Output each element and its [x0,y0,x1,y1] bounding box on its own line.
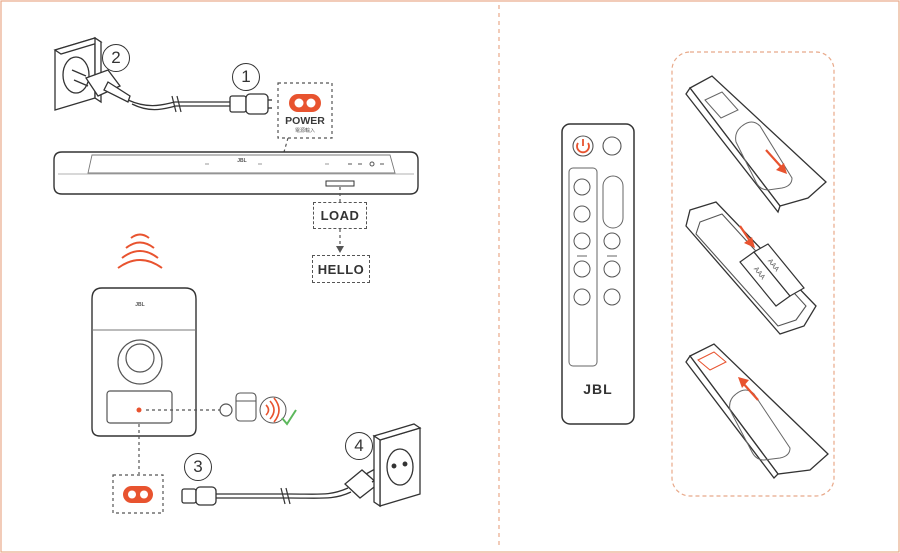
hello-status-label: HELLO [312,255,370,283]
power-cable-bottom [216,487,349,495]
subwoofer-pairing-icon [235,392,257,422]
wall-socket-bottom-icon [372,423,422,508]
wireless-signal-icon [117,233,163,269]
aaa-battery-icon [739,243,805,307]
remote-back-cover-slide-icon [685,75,827,214]
soundbar-logo: JBL [237,158,247,164]
power-sub-label: 電源輸入 [294,128,315,134]
power-cable-top [127,99,230,107]
pair-button-callout [219,403,233,417]
power-port-icon [289,94,321,112]
step-3-badge: 3 [184,453,212,481]
remote-control-icon [561,123,635,425]
subwoofer-logo: JBL [135,302,145,308]
sub-power-port-icon [123,486,153,503]
soundbar-icon [53,151,419,202]
iec-connector-top-icon [229,93,272,115]
wall-socket-top-icon [53,36,103,111]
subwoofer-icon [91,287,230,474]
step-4-badge: 4 [345,432,373,460]
remote-cover-close-icon [685,343,829,479]
power-button-icon [576,142,590,154]
battery-install-frame [671,51,835,497]
slide-up-arrow [741,381,759,401]
step-2-badge: 2 [102,44,130,72]
load-status-label: LOAD [313,202,367,229]
remote-logo: JBL [583,381,613,397]
step-1-badge: 1 [232,63,260,91]
iec-connector-bottom-icon [181,486,217,506]
power-label: POWER [285,115,325,127]
pairing-signal-icon [259,396,297,426]
plug-top-icon [71,69,131,103]
